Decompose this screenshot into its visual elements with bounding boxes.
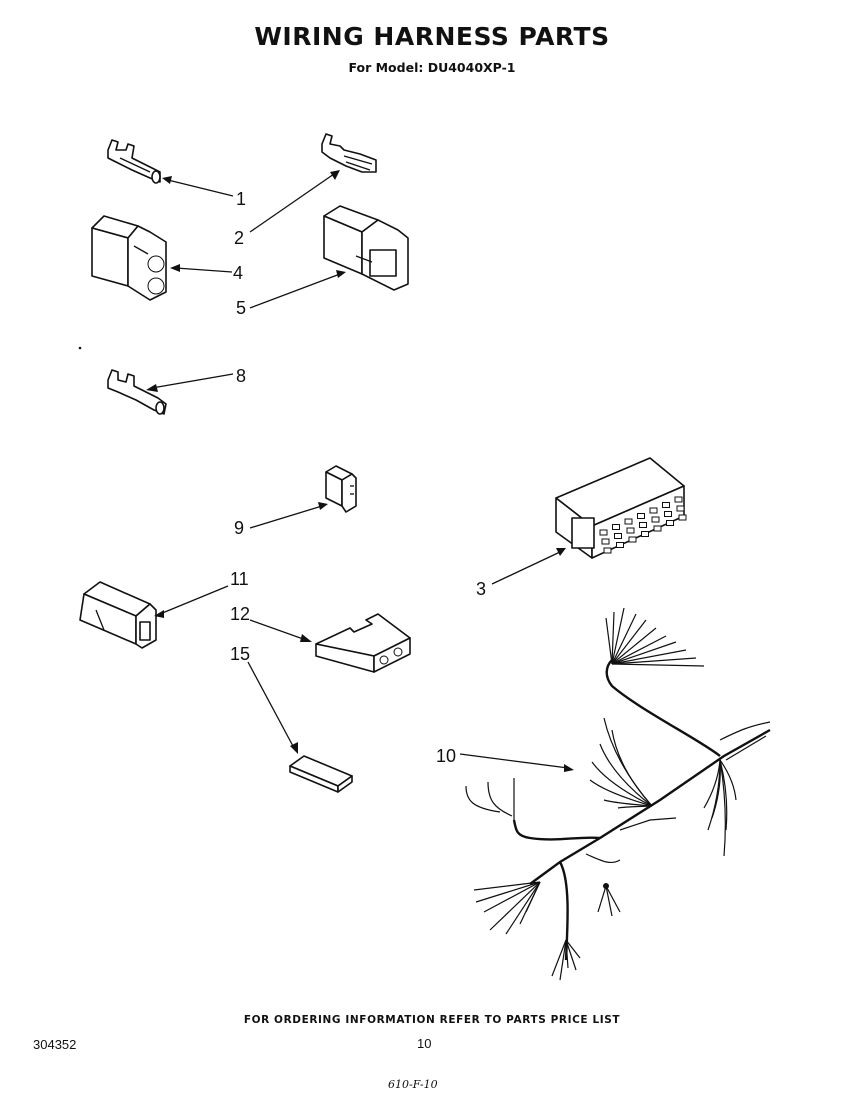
part-4-plug-housing[interactable] (91, 215, 167, 301)
arrowhead-3 (556, 548, 566, 556)
leader-15 (247, 661, 295, 749)
stray-mark (78, 346, 82, 350)
page-title: WIRING HARNESS PARTS (254, 22, 610, 51)
callout-4: 4 (233, 263, 243, 283)
arrowhead-10 (564, 764, 574, 772)
callout-8: 8 (236, 366, 246, 386)
leader-3 (491, 551, 561, 585)
model-subtitle: For Model: DU4040XP-1 (348, 60, 516, 75)
part-2-terminal[interactable] (321, 133, 377, 173)
leader-2 (249, 173, 335, 233)
callout-5: 5 (236, 298, 246, 318)
arrowhead-8 (146, 384, 158, 392)
arrowhead-12 (300, 634, 312, 642)
wire-fan-middle (589, 717, 653, 809)
leader-8 (151, 373, 234, 389)
callout-12: 12 (230, 604, 250, 624)
callout-2: 2 (234, 228, 244, 248)
callout-1: 1 (236, 189, 246, 209)
leader-10 (459, 753, 569, 769)
part-11-plug-housing[interactable] (79, 581, 157, 649)
arrowhead-5 (336, 270, 346, 278)
leader-12 (249, 619, 307, 641)
arrowhead-11 (154, 610, 164, 618)
handwritten-note: 610-F-10 (388, 1078, 438, 1091)
leader-4 (175, 267, 233, 273)
arrowhead-2 (330, 170, 340, 180)
wire-fan-bottom (551, 939, 581, 981)
part-8-terminal[interactable] (107, 369, 167, 415)
arrowhead-9 (318, 502, 328, 510)
ordering-note: FOR ORDERING INFORMATION REFER TO PARTS … (243, 1014, 621, 1026)
terminal-block-holes (599, 496, 687, 554)
callout-15: 15 (230, 644, 250, 664)
arrowhead-15 (290, 742, 298, 754)
wire-fan-right (703, 759, 737, 857)
part-5-receptacle-housing[interactable] (323, 205, 409, 291)
callout-11: 11 (230, 569, 249, 589)
leader-1 (167, 179, 234, 197)
part-12-slotted-connector[interactable] (315, 613, 411, 673)
part-15-flat-terminal[interactable] (289, 755, 353, 793)
part-3-terminal-block[interactable] (555, 457, 687, 559)
wire-fan-top (605, 607, 705, 667)
document-number: 304352 (33, 1037, 77, 1052)
page-number: 10 (417, 1036, 432, 1051)
callout-3: 3 (476, 579, 486, 599)
arrowhead-4 (170, 264, 180, 272)
leader-5 (249, 273, 341, 309)
part-1-terminal[interactable] (107, 139, 161, 184)
part-9-small-connector[interactable] (325, 465, 357, 513)
leader-9 (249, 505, 323, 529)
part-10-wiring-harness[interactable] (465, 607, 771, 981)
leader-11 (159, 585, 229, 615)
callout-10: 10 (436, 746, 456, 766)
wire-fan-left (473, 881, 541, 935)
arrowhead-1 (162, 176, 172, 184)
callout-9: 9 (234, 518, 244, 538)
